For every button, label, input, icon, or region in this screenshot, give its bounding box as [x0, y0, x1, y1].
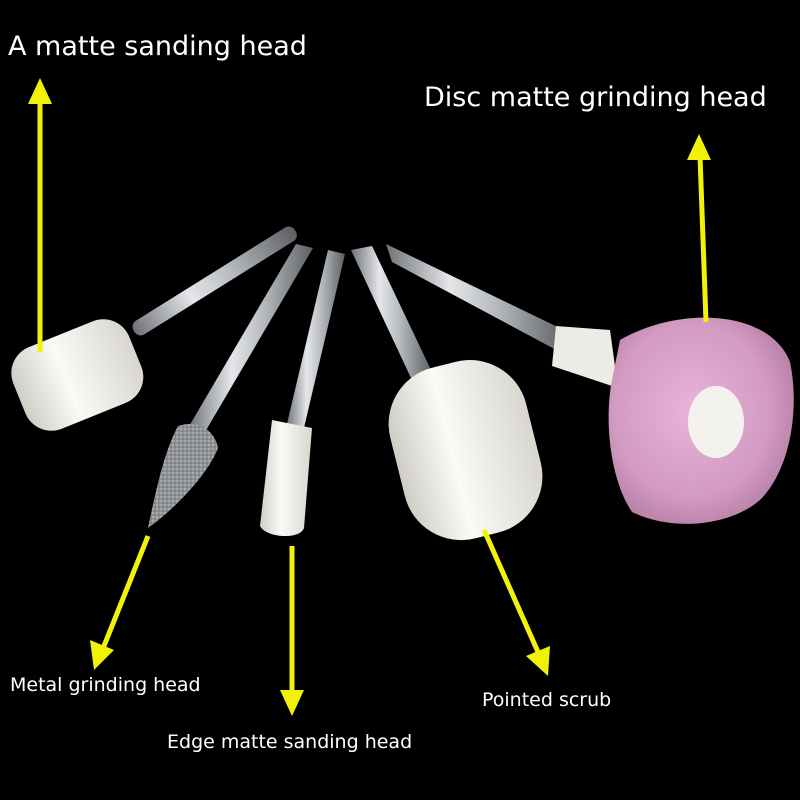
arrow-pointed-scrub	[481, 528, 550, 676]
annotation-arrows	[28, 78, 711, 716]
white-tip-stone	[260, 420, 312, 537]
white-cylinder-stone	[11, 319, 144, 431]
arrow-matte-sanding-head	[28, 78, 52, 352]
label-disc-matte-grinding-head: Disc matte grinding head	[424, 82, 767, 113]
shank	[188, 244, 313, 432]
shank	[351, 246, 432, 378]
label-pointed-scrub: Pointed scrub	[482, 689, 612, 711]
pointed-scrub-tool	[351, 246, 543, 541]
diamond-bit	[148, 424, 218, 528]
shank	[132, 226, 297, 336]
label-matte-sanding-head: A matte sanding head	[8, 31, 307, 62]
matte-sanding-head-tool	[11, 226, 297, 431]
shank	[386, 244, 568, 352]
edge-matte-sanding-head-tool	[260, 250, 345, 537]
arrow-metal-grinding-head	[90, 535, 151, 670]
shank	[286, 250, 345, 432]
metal-grinding-head-tool	[148, 244, 313, 528]
label-metal-grinding-head: Metal grinding head	[10, 674, 201, 696]
arrow-disc-matte-grinding-head	[687, 134, 711, 323]
disc-center-hub	[688, 386, 744, 458]
white-collar	[552, 326, 618, 388]
disc-matte-grinding-head-tool	[386, 244, 794, 524]
arrow-edge-matte-sanding-head	[280, 546, 304, 716]
white-barrel-stone	[388, 360, 543, 541]
label-edge-matte-sanding-head: Edge matte sanding head	[167, 731, 413, 753]
